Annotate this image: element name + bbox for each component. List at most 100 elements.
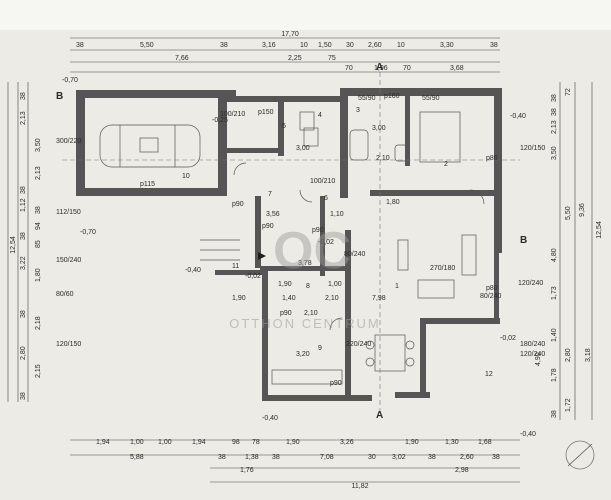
bottom-dim-5: 98 xyxy=(232,439,240,446)
watermark-name: OTTHON CENTRUM xyxy=(229,316,381,331)
opening-20: p90 xyxy=(280,310,292,317)
room-numbers: 10 2 1 11 12 3 5 6 7 8 9 4 xyxy=(182,107,493,378)
room-1: 1 xyxy=(395,283,399,290)
opening-33: 3,00 xyxy=(296,145,310,152)
bottom-r2-7: 3,02 xyxy=(392,454,406,461)
dining-table xyxy=(374,334,406,372)
opening-19: 2,10 xyxy=(325,295,339,302)
room-10: 10 xyxy=(182,173,190,180)
section-a-bottom: A xyxy=(376,410,383,421)
opening-15: 80/240 xyxy=(344,251,366,258)
right-overall-a: 9,36 xyxy=(579,203,586,217)
bottom-r2-10: 38 xyxy=(492,454,500,461)
left-dim-5: 38 xyxy=(20,186,27,194)
left-dim-9: 38 xyxy=(20,232,27,240)
top-dim-r2-5: 1,96 xyxy=(374,65,388,72)
room-12: 12 xyxy=(485,371,493,378)
bottom-dim-7: 1,90 xyxy=(286,439,300,446)
opening-29: 3,20 xyxy=(296,351,310,358)
left-dim-7: 38 xyxy=(35,206,42,214)
top-dim-2: 5,50 xyxy=(140,42,154,49)
room-6: 6 xyxy=(324,195,328,202)
section-a-top: A xyxy=(376,62,383,73)
fixtures xyxy=(62,72,595,470)
top-dim-r2-2: 2,25 xyxy=(288,55,302,62)
level-9: -0,40 xyxy=(520,431,536,438)
opening-10: 3,56 xyxy=(266,211,280,218)
bottom-r3-2: 2,98 xyxy=(455,467,469,474)
opening-9: p90 xyxy=(232,201,244,208)
level-8: -0,40 xyxy=(262,415,278,422)
opening-7: 120/150 xyxy=(520,145,545,152)
top-dim-8: 2,60 xyxy=(368,42,382,49)
level-6: -0,40 xyxy=(510,113,526,120)
toilet xyxy=(394,144,408,162)
left-dim-6: 1,12 xyxy=(20,198,27,212)
opening-24: 150/240 xyxy=(56,257,81,264)
opening-36: p80 xyxy=(486,285,498,292)
top-dim-6: 1,50 xyxy=(318,42,332,49)
right-dim-5: 3,50 xyxy=(551,146,558,160)
level-2: -0,25 xyxy=(212,117,228,124)
right-dim-2: 72 xyxy=(565,88,572,96)
bottom-r2-9: 2,60 xyxy=(460,454,474,461)
openings: 300/220 100/210 p150 55/90 55/90 p160 12… xyxy=(56,93,545,387)
top-dim-r2-1: 7,66 xyxy=(175,55,189,62)
level-3: -0,70 xyxy=(80,229,96,236)
left-dim-15: 2,80 xyxy=(20,346,27,360)
right-dim-4: 2,13 xyxy=(551,120,558,134)
level-7: -0,02 xyxy=(500,335,516,342)
bottom-r2-2: 38 xyxy=(218,454,226,461)
bottom-dim-2: 1,00 xyxy=(130,439,144,446)
opening-38: 3,78 xyxy=(298,260,312,267)
bottom-overall-dim: 11,82 xyxy=(352,483,369,490)
opening-16: 1,90 xyxy=(278,281,292,288)
left-overall-dim: 12,54 xyxy=(10,236,17,254)
walls xyxy=(76,88,502,401)
room-7: 7 xyxy=(268,191,272,198)
top-dim-9: 10 xyxy=(397,42,405,49)
bottom-dim-4: 1,94 xyxy=(192,439,206,446)
sofa-left xyxy=(397,239,409,271)
bed xyxy=(419,111,461,163)
right-dim-7: 4,80 xyxy=(551,248,558,262)
car-symbol xyxy=(99,124,201,168)
left-dim-13: 38 xyxy=(20,310,27,318)
bottom-r3-1: 1,76 xyxy=(240,467,254,474)
opening-26: 120/150 xyxy=(56,341,81,348)
right-dim-12: 1,72 xyxy=(565,398,572,412)
opening-40: 120/240 xyxy=(520,351,545,358)
top-dim-r2-3: 75 xyxy=(328,55,336,62)
bottom-dim-10: 1,30 xyxy=(445,439,459,446)
opening-6: p160 xyxy=(384,93,400,100)
bottom-dim-6: 78 xyxy=(252,439,260,446)
opening-28: 220/240 xyxy=(346,341,371,348)
top-dim-3: 38 xyxy=(220,42,228,49)
top-dimensions: 17,70 38 5,50 38 3,16 10 1,50 30 2,60 10… xyxy=(70,31,500,73)
room-9: 9 xyxy=(318,345,322,352)
opening-42: 2,10 xyxy=(304,310,318,317)
opening-14: p90 xyxy=(312,227,324,234)
right-extra-2: 4,90 xyxy=(535,352,542,366)
bottom-r2-4: 38 xyxy=(272,454,280,461)
level-5: -0,40 xyxy=(185,267,201,274)
left-dim-1: 38 xyxy=(20,92,27,100)
level-markers: -0,70 -0,25 -0,70 -0,02 -0,40 -0,40 -0,0… xyxy=(62,77,536,438)
opening-5: 55/90 xyxy=(422,95,440,102)
level-10: -0,02 xyxy=(318,239,334,246)
opening-27: 80/60 xyxy=(56,291,74,298)
room-2: 2 xyxy=(444,161,448,168)
opening-34: p90 xyxy=(330,380,342,387)
paper-top-strip xyxy=(0,0,611,30)
coffee-table xyxy=(417,279,455,299)
sofa-right xyxy=(461,234,477,276)
opening-21: 120/240 xyxy=(518,280,543,287)
right-dim-13: 38 xyxy=(551,410,558,418)
right-extra-1: 3,18 xyxy=(585,348,592,362)
room-3: 3 xyxy=(356,107,360,114)
bottom-r2-1: 5,88 xyxy=(130,454,144,461)
right-dim-1: 38 xyxy=(551,94,558,102)
room-8: 8 xyxy=(306,283,310,290)
